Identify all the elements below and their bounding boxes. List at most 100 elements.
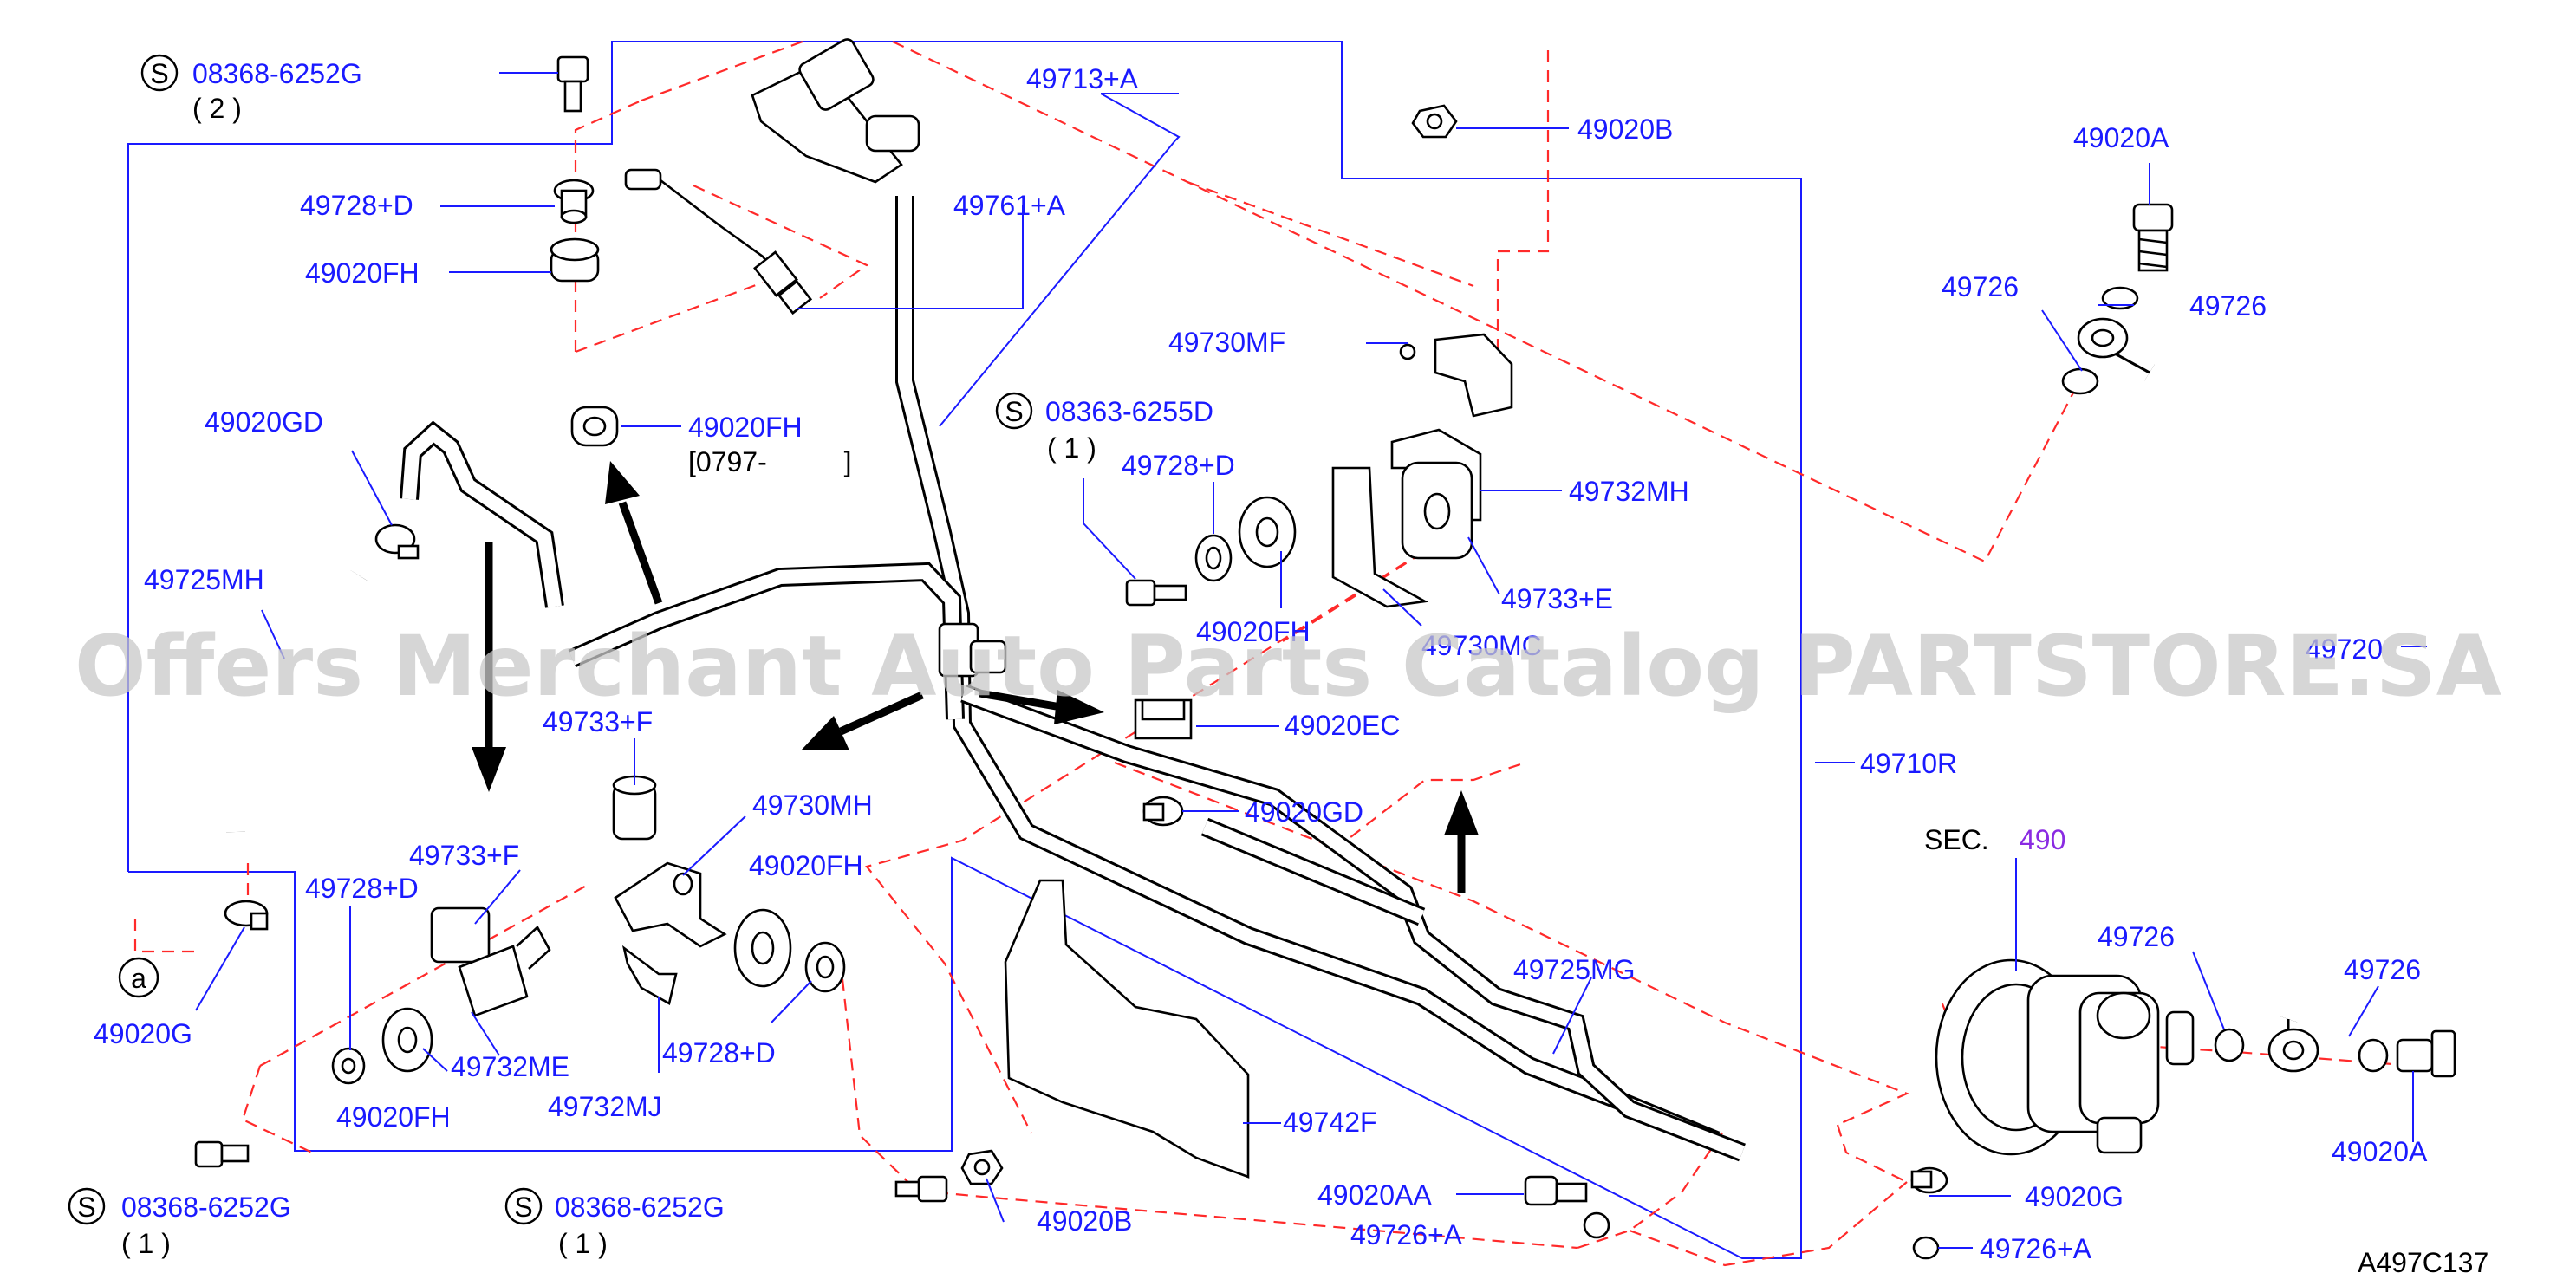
bracket-part — [621, 945, 678, 1005]
banjo-fitting-part — [2267, 1028, 2319, 1073]
part-number-label: 49726 — [1942, 271, 2019, 302]
part-number-label: 49742F — [1283, 1107, 1377, 1138]
callout-symbols: S S S S a — [68, 54, 1033, 1225]
part-number-label: 49020G — [94, 1018, 192, 1049]
part-number-label: 49020FH — [1196, 616, 1311, 647]
s-symbol: S — [150, 58, 168, 89]
section-prefix-label: SEC. — [1924, 824, 1989, 855]
part-number-label: 49728+D — [662, 1037, 776, 1068]
part-number-label: 49020AA — [1317, 1179, 1432, 1211]
nut-part — [960, 1149, 1004, 1185]
bracket-part — [1399, 333, 1513, 418]
banjo-bolt-part — [2396, 1029, 2456, 1078]
hose-clamp-part — [374, 523, 420, 560]
part-number-label: 49726 — [2098, 921, 2175, 952]
heat-shield-part — [1004, 879, 1250, 1179]
date-range-label: [0797- ] — [688, 446, 852, 477]
watermark-text: Offers Merchant Auto Parts Catalog PARTS… — [75, 618, 2501, 715]
hose-clamp-part — [1142, 796, 1184, 827]
part-number-label: 49710R — [1860, 748, 1957, 779]
part-number-label: 49020B — [1577, 114, 1673, 145]
washer-part — [2101, 286, 2139, 310]
banjo-bolt-part — [2132, 203, 2174, 272]
part-number-label: 08363-6255D — [1045, 396, 1213, 427]
quantity-label: ( 1 ) — [1047, 432, 1096, 464]
grommet-part — [570, 406, 619, 447]
part-number-label: 49726 — [2344, 954, 2421, 985]
bolt-part — [556, 55, 589, 113]
fitting-part — [1524, 1175, 1588, 1206]
grommet-part — [1238, 496, 1297, 568]
part-number-label: 49733+F — [543, 706, 653, 737]
assembly-boundary — [127, 41, 1802, 1259]
s-symbol-circle — [995, 392, 1033, 430]
parts — [194, 38, 2456, 1260]
quantity-label: ( 2 ) — [192, 93, 242, 124]
bracket-part — [614, 861, 727, 948]
washer-part — [1194, 534, 1233, 582]
part-number-label: 49020B — [1037, 1205, 1132, 1237]
bolt-part — [1125, 579, 1187, 607]
part-number-label: 08368-6252G — [121, 1192, 291, 1223]
part-number-label: 49020FH — [305, 257, 420, 289]
clamp-part — [458, 925, 551, 1017]
part-number-label: 49733+F — [409, 840, 519, 871]
part-number-label: 49733+E — [1501, 583, 1613, 614]
washer-part — [2358, 1038, 2389, 1073]
pressure-sensor-part — [624, 168, 813, 315]
grommet-part — [550, 237, 600, 283]
hose-clamp-part — [1910, 1166, 1948, 1194]
part-number-label: 49720 — [2306, 633, 2383, 665]
hose-clamp-part — [224, 900, 269, 931]
part-number-label: 49726 — [2189, 290, 2267, 322]
direction-arrows — [472, 461, 1479, 893]
s-symbol: S — [514, 1192, 532, 1223]
washer-part — [553, 179, 595, 224]
quantity-label: ( 1 ) — [558, 1228, 608, 1259]
part-number-label: 49730MF — [1168, 327, 1285, 358]
s-symbol: S — [1005, 396, 1023, 427]
part-number-label: 49020A — [2073, 122, 2169, 153]
part-number-label: 49732MJ — [548, 1091, 662, 1122]
s-symbol-circle — [68, 1187, 106, 1225]
part-number-label: 49020FH — [749, 850, 863, 881]
bracket-part — [1331, 466, 1429, 608]
washer-part — [1583, 1211, 1610, 1239]
section-number-label: 490 — [2020, 824, 2065, 855]
junction-bracket-part — [938, 622, 1007, 678]
washer-part — [331, 1047, 366, 1085]
part-number-label: 08368-6252G — [555, 1192, 725, 1223]
hose-assemblies — [219, 196, 2444, 1162]
insulator-part — [612, 775, 657, 841]
part-number-label: 49730MC — [1421, 630, 1542, 661]
part-number-label: 49020FH — [336, 1101, 451, 1133]
reference-a-circle — [118, 957, 159, 998]
part-number-label: 49020A — [2332, 1136, 2428, 1167]
part-number-label: 49726+A — [1350, 1219, 1463, 1250]
bolt-part — [194, 1140, 250, 1168]
top-bracket-part — [751, 38, 920, 184]
part-number-label: 49020FH — [688, 412, 803, 443]
washer-part — [2214, 1028, 2245, 1062]
part-number-label: 49726+A — [1980, 1233, 2092, 1264]
part-number-label: 49020GD — [1245, 796, 1363, 828]
part-number-label: 49730MH — [752, 789, 873, 821]
insulator-part — [1401, 461, 1473, 560]
part-number-label: 08368-6252G — [192, 58, 362, 89]
part-labels: 08368-6252G ( 2 ) 49728+D 49020FH 49713+… — [94, 58, 2488, 1278]
washer-part — [804, 941, 846, 993]
part-number-label: 49728+D — [1122, 450, 1235, 481]
s-symbol: S — [77, 1192, 95, 1223]
part-number-label: 49728+D — [300, 190, 413, 221]
part-number-label: 49020EC — [1285, 710, 1400, 741]
power-steering-pump — [1935, 958, 2195, 1156]
leader-lines — [195, 72, 2427, 1249]
part-number-label: 49761+A — [953, 190, 1066, 221]
part-number-label: 49020GD — [205, 406, 323, 438]
reference-a-label: a — [131, 963, 146, 994]
part-number-label: 49713+A — [1026, 63, 1139, 94]
diagram-code-label: A497C137 — [2358, 1247, 2488, 1278]
part-number-label: 49732MH — [1569, 476, 1689, 507]
part-number-label: 49725MH — [144, 564, 264, 595]
bolt-part — [894, 1175, 948, 1203]
